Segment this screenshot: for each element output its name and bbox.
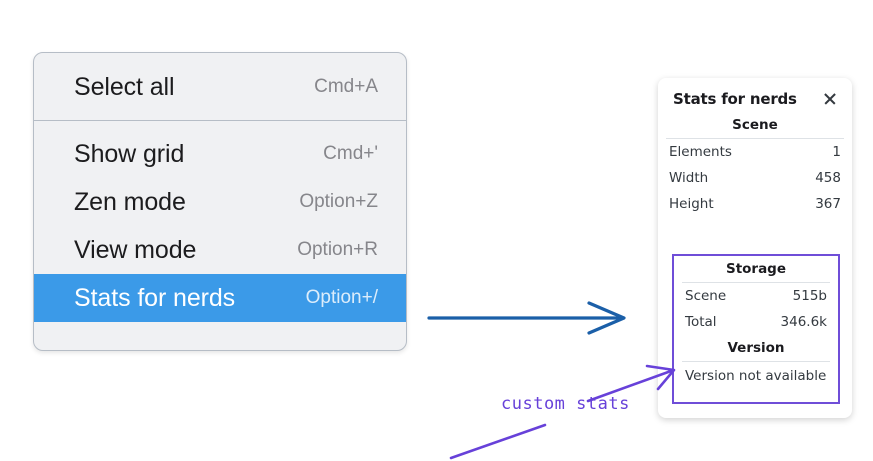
stats-panel-title: Stats for nerds [673, 90, 797, 108]
stats-row-value: 1 [832, 144, 841, 160]
close-icon[interactable] [822, 91, 838, 107]
stats-row-storage-total: Total 346.6k [674, 309, 838, 335]
menu-item-shortcut: Option+Z [299, 191, 378, 212]
menu-group-2: Show grid Cmd+' Zen mode Option+Z View m… [34, 121, 406, 334]
menu-item-label: Select all [74, 72, 175, 101]
menu-item-stats-for-nerds[interactable]: Stats for nerds Option+/ [34, 274, 406, 322]
menu-item-label: Stats for nerds [74, 283, 236, 312]
scene-section-heading: Scene [732, 117, 778, 133]
stats-row-key: Height [669, 196, 714, 212]
menu-separator [34, 120, 406, 121]
menu-item-view-mode[interactable]: View mode Option+R [34, 226, 406, 274]
menu-item-shortcut: Option+R [297, 239, 378, 260]
menu-group-1: Select all Cmd+A [34, 53, 406, 120]
stats-row-value: 515b [792, 288, 827, 304]
stats-row-key: Elements [669, 144, 732, 160]
menu-item-show-grid[interactable]: Show grid Cmd+' [34, 130, 406, 178]
version-value: Version not available [685, 368, 827, 384]
stats-row-value: 367 [815, 196, 841, 212]
stats-row-elements: Elements 1 [658, 139, 852, 165]
custom-stats-callout: custom stats [501, 394, 630, 414]
stats-row-height: Height 367 [658, 191, 852, 217]
stats-panel-header: Stats for nerds [658, 78, 852, 110]
menu-item-zen-mode[interactable]: Zen mode Option+Z [34, 178, 406, 226]
stats-row-value: 458 [815, 170, 841, 186]
context-menu: Select all Cmd+A Show grid Cmd+' Zen mod… [33, 52, 407, 351]
divider [682, 282, 830, 283]
stats-row-width: Width 458 [658, 165, 852, 191]
menu-item-label: View mode [74, 235, 197, 264]
menu-item-shortcut: Option+/ [305, 287, 378, 308]
stats-row-key: Scene [685, 288, 727, 304]
stats-row-key: Total [685, 314, 717, 330]
menu-item-shortcut: Cmd+A [314, 76, 378, 97]
divider [682, 361, 830, 362]
divider [666, 138, 844, 139]
menu-item-label: Show grid [74, 139, 185, 168]
blue-arrow-icon [427, 301, 626, 335]
menu-item-shortcut: Cmd+' [323, 143, 378, 164]
menu-item-label: Zen mode [74, 187, 186, 216]
stats-for-nerds-panel: Stats for nerds Scene Elements 1 Width 4… [658, 78, 852, 418]
stats-row-key: Width [669, 170, 709, 186]
stats-row-value: 346.6k [780, 314, 827, 330]
menu-item-select-all[interactable]: Select all Cmd+A [34, 63, 406, 111]
version-section-heading: Version [727, 340, 785, 356]
stats-row-storage-scene: Scene 515b [674, 283, 838, 309]
storage-section-heading: Storage [725, 261, 787, 277]
purple-underline-stroke [449, 423, 547, 460]
custom-stats-box: Storage Scene 515b Total 346.6k Version … [672, 254, 840, 404]
